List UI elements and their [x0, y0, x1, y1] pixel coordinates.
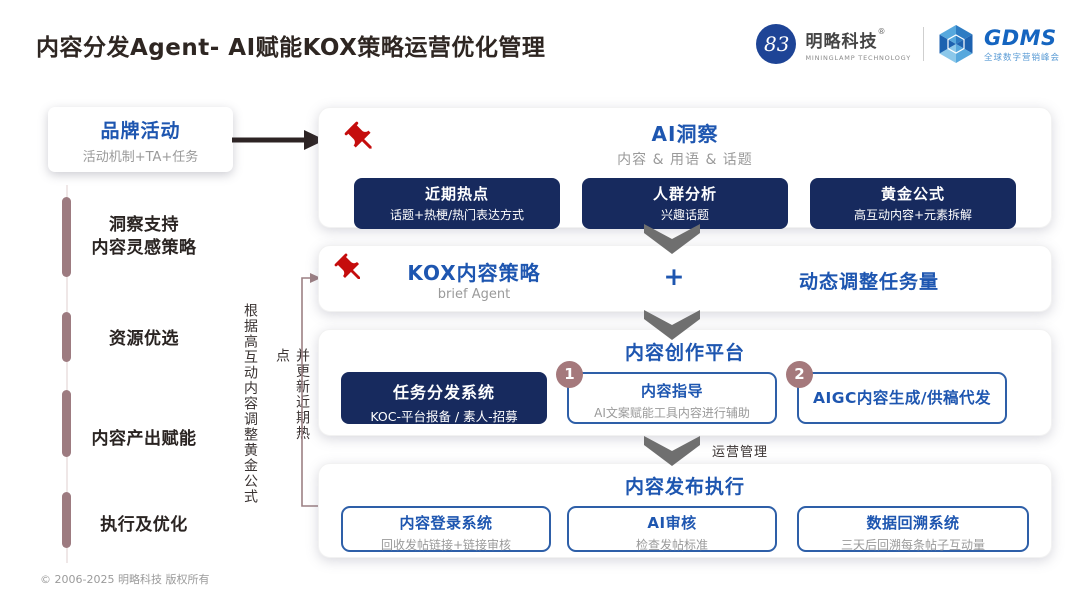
- content-guidance-subtitle: AI文案赋能工具内容进行辅助: [594, 406, 750, 420]
- aigc-generation-title: AIGC内容生成/供稿代发: [812, 389, 992, 407]
- operations-management-label: 运营管理: [712, 445, 769, 460]
- data-traceback-subtitle: 三天后回溯每条帖子互动量: [840, 538, 985, 552]
- content-login-system-box: 内容登录系统 回收发帖链接+链接审核: [341, 506, 551, 552]
- logo-row: 83 明略科技® MININGLAMP TECHNOLOGY GDMS 全球数字…: [755, 22, 1060, 66]
- step-number-badge: 2: [786, 361, 813, 388]
- ai-review-box: AI审核 检查发帖标准: [567, 506, 777, 552]
- stage-label-content-output: 内容产出赋能: [91, 429, 197, 449]
- stage-marker-3: [62, 390, 71, 457]
- gdms-hexagon-icon: [939, 25, 973, 63]
- stage-rail: [66, 185, 68, 563]
- stage-label-insight-support: 洞察支持 内容灵感策略: [91, 215, 197, 259]
- content-login-title: 内容登录系统: [399, 514, 493, 532]
- module-golden-formula: 黄金公式 高互动内容+元素拆解: [810, 178, 1016, 229]
- ai-insight-modules: 近期热点 话题+热梗/热门表达方式 人群分析 兴趣话题 黄金公式 高互动内容+元…: [319, 178, 1051, 229]
- gdms-name: GDMS: [983, 25, 1057, 50]
- module-title: 黄金公式: [880, 185, 945, 203]
- logo-divider: [922, 27, 924, 61]
- task-distribution-system-box: 任务分发系统 KOC-平台报备 / 素人-招募: [341, 372, 547, 424]
- ai-review-title: AI审核: [647, 514, 697, 532]
- stage-label-execution-optimization: 执行及优化: [100, 515, 188, 535]
- kox-strategy-subtitle: brief Agent: [437, 287, 511, 302]
- ai-insight-card: AI洞察 内容 & 用语 & 话题 近期热点 话题+热梗/热门表达方式 人群分析…: [318, 107, 1052, 229]
- content-creation-platform-card: 内容创作平台 任务分发系统 KOC-平台报备 / 素人-招募 1 内容指导 AI…: [318, 329, 1052, 436]
- module-title: 近期热点: [424, 185, 489, 203]
- page-title: 内容分发Agent- AI赋能KOX策略运营优化管理: [36, 35, 546, 61]
- pushpin-icon: [334, 253, 360, 280]
- stage-marker-1: [62, 197, 71, 277]
- content-guidance-box: 1 内容指导 AI文案赋能工具内容进行辅助: [556, 361, 777, 424]
- creation-platform-title: 内容创作平台: [624, 342, 745, 364]
- flow-chevron-down-3: [644, 436, 700, 466]
- dynamic-task-adjustment-title: 动态调整任务量: [798, 271, 939, 293]
- minglamp-tagline: MININGLAMP TECHNOLOGY: [805, 53, 911, 62]
- minglamp-logo: 83 明略科技® MININGLAMP TECHNOLOGY: [755, 23, 911, 65]
- feedback-note-main: 根据高互动内容调整黄金公式: [242, 303, 258, 505]
- flow-chevron-down-1: [644, 224, 700, 254]
- content-guidance-title: 内容指导: [640, 382, 703, 400]
- minglamp-logo-icon: 83: [756, 24, 797, 64]
- kox-strategy-title-block: KOX内容策略 brief Agent: [349, 257, 599, 302]
- ai-insight-subtitle: 内容 & 用语 & 话题: [617, 152, 753, 168]
- module-audience-analysis: 人群分析 兴趣话题: [582, 178, 788, 229]
- data-traceback-system-box: 数据回溯系统 三天后回溯每条帖子互动量: [797, 506, 1029, 552]
- ai-review-subtitle: 检查发帖标准: [635, 538, 708, 552]
- pushpin-icon: [344, 121, 372, 149]
- task-system-title: 任务分发系统: [392, 383, 495, 402]
- svg-text:83: 83: [764, 32, 789, 56]
- minglamp-name: 明略科技: [805, 31, 878, 52]
- module-subtitle: 话题+热梗/热门表达方式: [389, 208, 525, 222]
- brand-to-insight-arrow: [232, 130, 325, 150]
- kox-strategy-card: KOX内容策略 brief Agent + 动态调整任务量: [318, 245, 1052, 312]
- module-title: 人群分析: [652, 185, 717, 203]
- brand-activity-card: 品牌活动 活动机制+TA+任务: [48, 107, 233, 172]
- content-publish-execution-card: 内容发布执行 内容登录系统 回收发帖链接+链接审核 AI审核 检查发帖标准 数据…: [318, 463, 1052, 558]
- minglamp-reg-mark: ®: [877, 26, 886, 36]
- brand-activity-subtitle: 活动机制+TA+任务: [82, 150, 199, 165]
- brand-activity-title: 品牌活动: [100, 120, 181, 142]
- minglamp-logo-text: 明略科技® MININGLAMP TECHNOLOGY: [805, 27, 911, 62]
- copyright-notice: © 2006-2025 明略科技 版权所有: [40, 573, 210, 586]
- gdms-logo: GDMS 全球数字营销峰会: [936, 22, 1060, 66]
- step-number-badge: 1: [556, 361, 583, 388]
- plus-sign: +: [663, 262, 685, 291]
- content-login-subtitle: 回收发帖链接+链接审核: [380, 538, 512, 552]
- ai-insight-title: AI洞察: [651, 122, 719, 146]
- task-system-subtitle: KOC-平台报备 / 素人-招募: [370, 409, 518, 424]
- module-subtitle: 高互动内容+元素拆解: [853, 208, 973, 222]
- data-traceback-title: 数据回溯系统: [866, 514, 960, 532]
- stage-label-resource-selection: 资源优选: [109, 329, 179, 349]
- module-recent-hotspots: 近期热点 话题+热梗/热门表达方式: [354, 178, 560, 229]
- stage-marker-2: [62, 312, 71, 362]
- gdms-logo-text: GDMS 全球数字营销峰会: [984, 26, 1060, 63]
- kox-strategy-title: KOX内容策略: [407, 261, 541, 285]
- aigc-generation-box: 2 AIGC内容生成/供稿代发: [786, 361, 1007, 424]
- stage-marker-4: [62, 492, 71, 548]
- module-subtitle: 兴趣话题: [660, 208, 709, 222]
- publish-execution-title: 内容发布执行: [624, 476, 745, 498]
- feedback-loop-connector: [301, 273, 322, 507]
- flow-chevron-down-2: [644, 310, 700, 340]
- gdms-tagline: 全球数字营销峰会: [983, 52, 1060, 63]
